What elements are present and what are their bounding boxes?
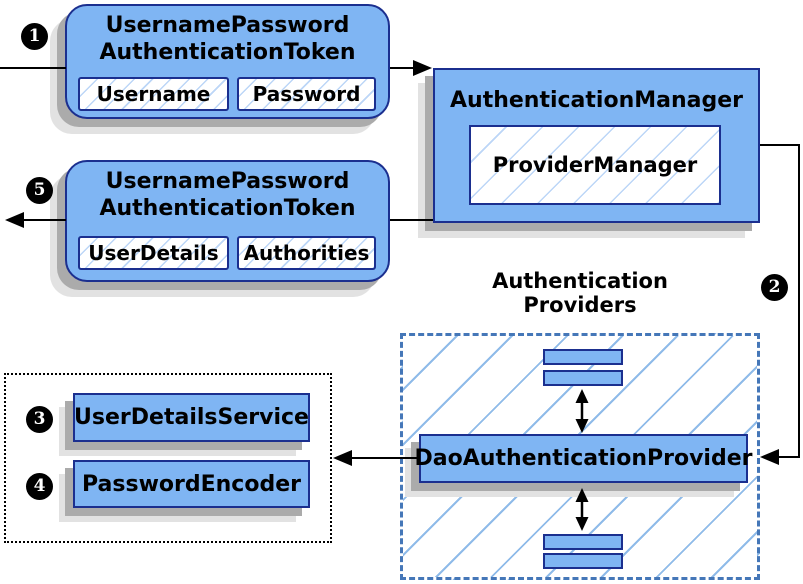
userdetails-field: UserDetails (78, 236, 229, 270)
result-token-title-line2: AuthenticationToken (99, 196, 356, 221)
arrow-result-token-out (5, 212, 66, 228)
request-token-title-line2: AuthenticationToken (99, 40, 356, 65)
authentication-providers-label: Authentication Providers (448, 269, 712, 317)
request-token-title: UsernamePassword AuthenticationToken (67, 6, 388, 66)
request-token-node: UsernamePassword AuthenticationToken Use… (65, 4, 390, 119)
step-4-badge: 4 (26, 473, 53, 500)
authentication-manager-title: AuthenticationManager (450, 88, 743, 113)
provider-stub-bar (543, 349, 623, 365)
provider-manager-node: ProviderManager (469, 125, 721, 205)
provider-stub-bar (543, 553, 623, 569)
services-container (4, 373, 332, 543)
authentication-providers-label-line2: Providers (523, 293, 637, 317)
password-encoder-node: PasswordEncoder (73, 460, 310, 508)
arrow-authentication-manager-to-dao-provider (760, 144, 800, 465)
step-2-badge: 2 (761, 274, 788, 301)
user-details-service-node: UserDetailsService (73, 393, 310, 442)
authentication-providers-label-line1: Authentication (492, 269, 668, 293)
username-field: Username (78, 77, 229, 111)
result-token-title: UsernamePassword AuthenticationToken (67, 162, 388, 222)
result-token-title-line1: UsernamePassword (105, 169, 350, 194)
arrow-request-token-to-authentication-manager (390, 60, 432, 76)
authorities-field: Authorities (237, 236, 376, 270)
provider-stub-bar (543, 534, 623, 550)
step-3-badge: 3 (26, 406, 53, 433)
request-token-title-line1: UsernamePassword (105, 13, 350, 38)
step-5-badge: 5 (26, 177, 53, 204)
dao-authentication-provider-node: DaoAuthenticationProvider (415, 434, 752, 483)
password-field: Password (237, 77, 376, 111)
result-token-node: UsernamePassword AuthenticationToken Use… (65, 160, 390, 282)
authentication-manager-node: AuthenticationManager ProviderManager (433, 68, 760, 223)
step-1-badge: 1 (21, 23, 48, 50)
provider-stub-bar (543, 370, 623, 386)
